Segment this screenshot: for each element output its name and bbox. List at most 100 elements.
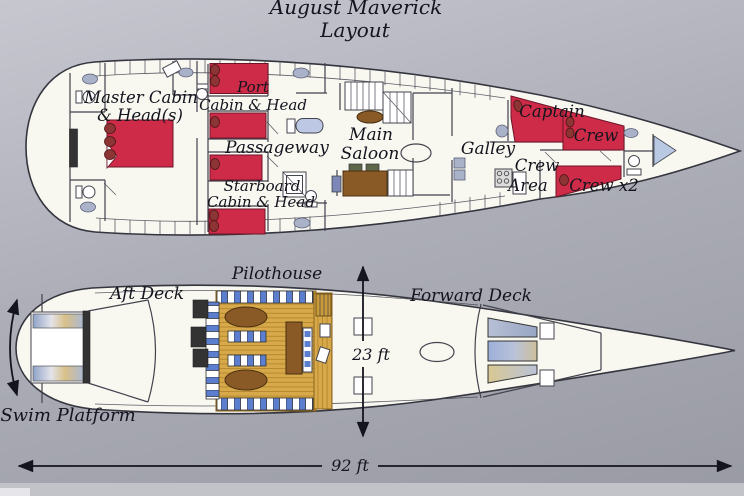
master-bed	[106, 119, 174, 168]
toilet-tank	[626, 168, 642, 176]
master-chair	[161, 60, 183, 78]
sink	[292, 67, 310, 79]
pillow	[210, 75, 220, 87]
deck-box	[192, 299, 209, 319]
master-headboard	[69, 128, 78, 168]
label-starboard-cabin-line2: Cabin & Head	[207, 193, 315, 211]
aft-deck-outline	[87, 299, 157, 403]
pillow	[209, 209, 219, 222]
helm-seat-strip	[302, 327, 313, 373]
tub-cabinet	[286, 118, 296, 134]
deck-box	[190, 326, 207, 348]
label-crew-x2: Crew x2	[569, 176, 638, 195]
page-title-line1: August Maverick	[268, 0, 442, 19]
burner	[503, 170, 510, 177]
toilet	[82, 185, 96, 199]
lower-locker-line	[95, 195, 506, 222]
foredeck-lines	[474, 303, 602, 399]
interior-deck-plan	[25, 58, 743, 236]
dining-bench	[348, 163, 363, 172]
skylight	[487, 317, 538, 338]
bow-sail-locker	[653, 135, 677, 166]
galley-counter-box	[453, 157, 466, 169]
toilet-tank	[75, 185, 83, 199]
deck-hatch-small	[319, 323, 331, 338]
pillow	[210, 116, 220, 128]
shower-glass	[282, 171, 307, 198]
label-pilothouse: Pilothouse	[231, 264, 322, 284]
cushion-row-mid	[227, 354, 267, 367]
exterior-deck-plan	[15, 284, 736, 415]
scan-edge-strip	[0, 483, 744, 496]
label-swim-platform: Swim Platform	[0, 405, 135, 426]
bathtub	[295, 118, 324, 134]
toilet	[628, 155, 640, 167]
cushion-row-mid	[227, 330, 267, 343]
label-captain: Captain	[519, 102, 584, 121]
sink	[293, 217, 311, 229]
crew-bed	[562, 109, 625, 151]
pillow	[104, 149, 116, 160]
burner	[496, 178, 503, 184]
deck-oval-hatch	[419, 341, 455, 363]
helm-seat-pad	[304, 331, 311, 337]
toilet-tank	[75, 90, 83, 104]
skylight-cap	[539, 369, 555, 387]
label-main-saloon-line1: Main	[348, 125, 393, 145]
pillow	[209, 220, 219, 232]
pillow	[559, 174, 569, 186]
aft-stairs	[387, 169, 414, 197]
label-master-cabin-line2: & Head(s)	[97, 106, 183, 125]
cockpit-table	[224, 369, 268, 391]
garage-hatch-upper	[32, 313, 86, 329]
steps-treads	[319, 294, 329, 316]
skylight	[487, 364, 538, 384]
stair-landing-treads	[382, 91, 412, 124]
toilet-tank	[304, 201, 318, 208]
label-galley: Galley	[461, 139, 516, 159]
skylight-cap	[539, 322, 555, 340]
label-length-dimension: 92 ft	[331, 456, 369, 475]
cushion-row-top	[216, 290, 314, 304]
saloon-oval	[400, 143, 432, 163]
sink	[623, 128, 639, 138]
companionway-steps	[315, 293, 332, 317]
transom-bar	[82, 310, 91, 384]
captain-bed	[510, 95, 564, 143]
pillow	[565, 127, 575, 139]
toilet	[196, 88, 208, 100]
dining-table	[342, 170, 388, 197]
label-aft-deck: Aft Deck	[108, 284, 184, 304]
passage-bed-upper	[209, 112, 267, 139]
upper-locker-line	[95, 72, 506, 99]
label-forward-deck: Forward Deck	[409, 286, 532, 306]
helm-seat-pad	[304, 341, 311, 347]
burner	[503, 178, 510, 184]
skylight	[487, 340, 538, 362]
pillow	[565, 116, 575, 128]
stair-treads	[350, 82, 376, 110]
dining-bench	[365, 163, 380, 172]
helm-seat-pad	[304, 351, 311, 357]
saloon-side-table	[356, 110, 384, 124]
garage-hatch-lower	[32, 365, 86, 382]
galley-counter-box	[453, 169, 466, 181]
pillow	[104, 123, 116, 134]
deck-hatch-small	[315, 346, 331, 364]
label-master-cabin-line1: Master Cabin	[83, 88, 198, 107]
label-main-saloon-line2: Saloon	[341, 144, 400, 164]
toilet	[82, 90, 96, 104]
burner	[496, 170, 503, 177]
label-beam-dimension: 23 ft	[351, 345, 390, 364]
label-crew-area-line1: Crew	[515, 156, 559, 175]
helm-console	[285, 321, 303, 375]
fridge	[512, 171, 527, 195]
page-title-line2: Layout	[319, 18, 390, 42]
label-starboard-cabin-line1: Starboard	[224, 177, 301, 195]
label-passageway: Passageway	[224, 138, 329, 158]
label-crew-area-line2: Area	[506, 176, 547, 195]
label-port-cabin-line2: Cabin & Head	[199, 96, 307, 114]
aft-stair-treads	[393, 170, 407, 196]
door-swing-marks	[103, 121, 612, 196]
